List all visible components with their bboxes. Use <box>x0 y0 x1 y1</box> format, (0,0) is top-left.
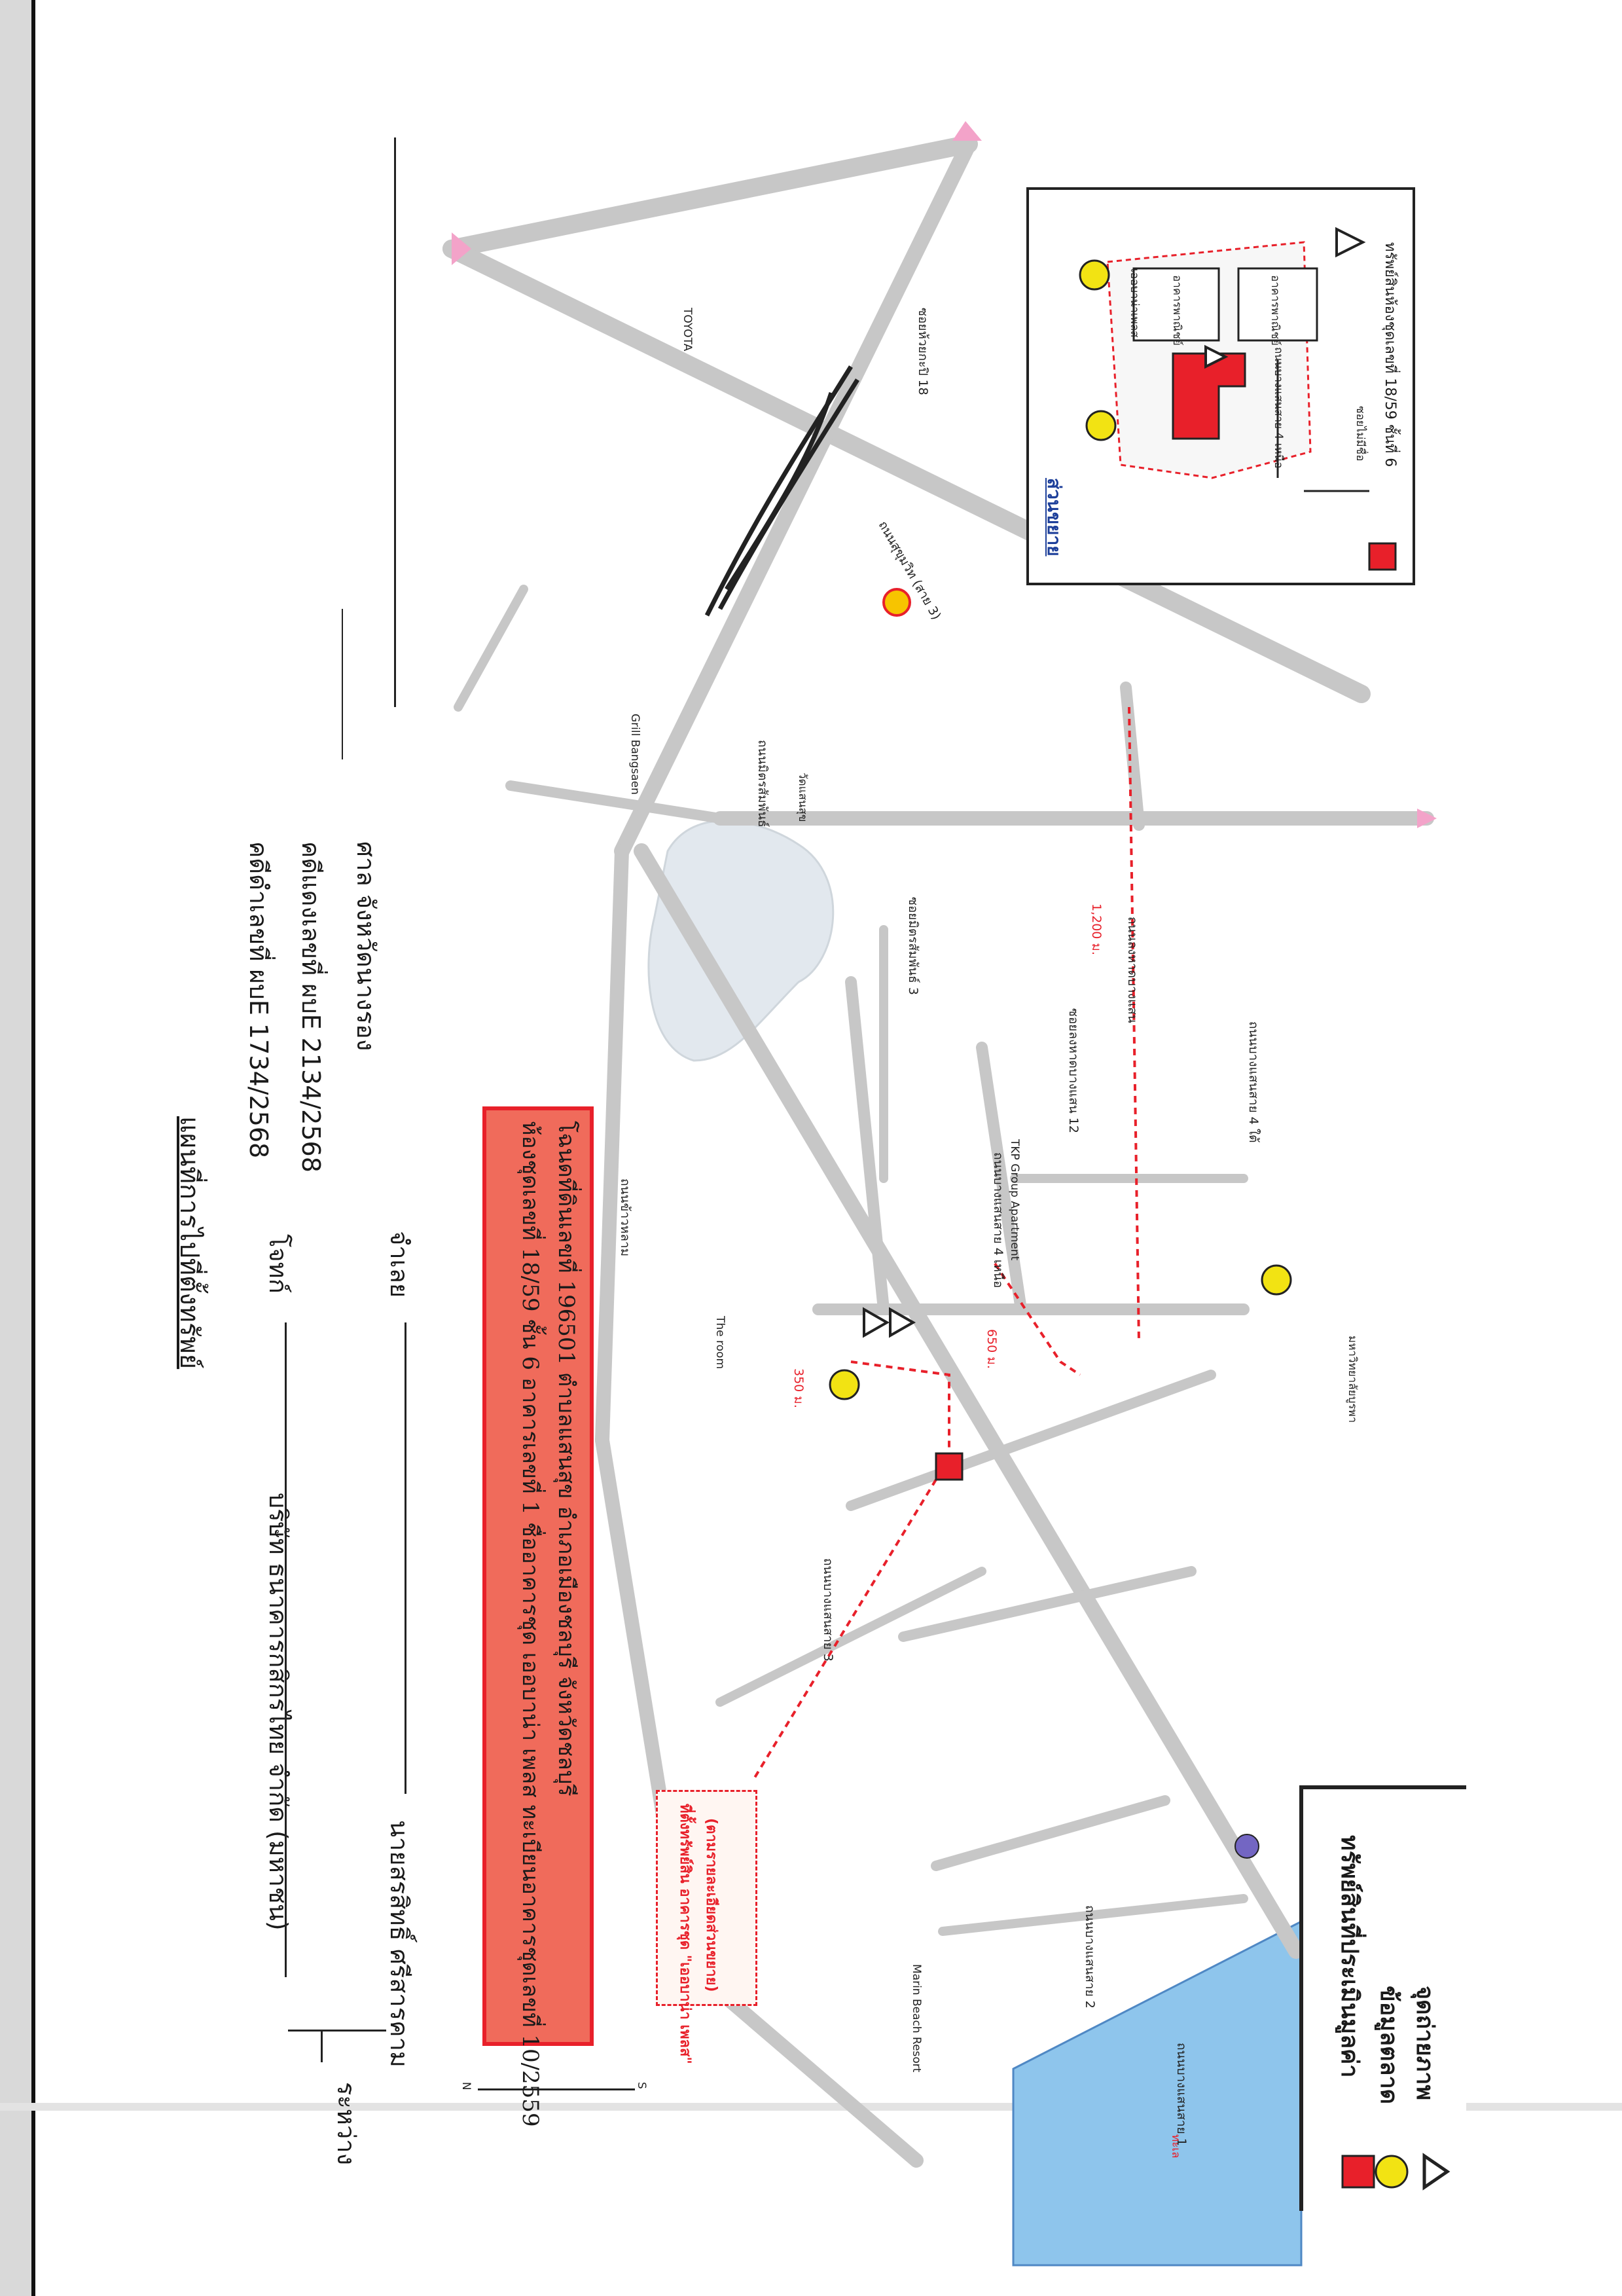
property-info-box: ห้องชุดเลขที่ 18/59 ชั้น 6 อาคารเลขที่ 1… <box>482 1106 594 2127</box>
inset-map <box>1079 227 1397 571</box>
label-wat: วัดแสนสุข <box>796 773 809 822</box>
legend-item-1: ทรัพย์สินที่ประเมินมูลค่า <box>1336 1835 1363 2078</box>
legend-yellow-circle <box>1375 2155 1409 2189</box>
inset-photo-4 <box>1204 344 1229 369</box>
legend-symbols <box>1341 2153 1451 2191</box>
property-marker <box>935 1452 964 1481</box>
arrow-south <box>1417 809 1437 828</box>
inset-building-a-label: อาคารพาณิชย์ <box>1170 275 1183 346</box>
road-c <box>1120 682 1145 831</box>
brace <box>321 2030 323 2062</box>
road-sukhumvit-2 <box>442 240 1371 703</box>
defendant-underline <box>405 1322 406 1794</box>
road-j <box>715 1567 986 1707</box>
inset-enlargement: ส่วนขยาย อาคารพาณิชย์ อาคารพาณิชย์ เออบา… <box>1026 187 1415 585</box>
property-line-2: โฉนดที่ดินเลขที่ 196501 ตำบลแสนสุข อำเภอ… <box>553 1121 579 1796</box>
road-longhad <box>634 843 1304 1959</box>
label-road-pravet: ถนนมิตรสัมพันธ์ <box>755 740 770 828</box>
inset-building-a <box>1132 267 1220 342</box>
market-marker-4 <box>829 1369 860 1400</box>
legend: ทรัพย์สินที่ประเมินมูลค่า ข้อมูลตลาด จุด… <box>1299 1785 1466 2211</box>
inset-building-b <box>1237 267 1318 342</box>
road-sukhumvit <box>442 135 978 258</box>
label-road-lonkong: ถนนลงหาดบางแสน <box>1125 917 1140 1023</box>
road-o <box>938 1894 1248 1936</box>
label-soi12: ซอยลงหาดบางแสน 12 <box>1066 1008 1081 1133</box>
road-i <box>931 1795 1170 1871</box>
plaintiff-underline <box>285 1322 287 1977</box>
label-grill: Grill Bangsaen <box>628 714 641 795</box>
sea-area <box>1012 1920 1303 2267</box>
label-dist-1200: 1,200 ม. <box>1089 903 1104 955</box>
legend-triangle <box>1422 2153 1451 2191</box>
callout-line-1: ที่ตั้งทรัพย์สิน อาคารชุด "เออบาน่า เพลส… <box>677 1804 693 2064</box>
inset-road-label: ถนนบางแสนสาย 4 เหนือ <box>1272 347 1285 469</box>
road-g <box>846 1370 1216 1511</box>
inset-soi-label: ซอยไม่มีชื่อ <box>1354 406 1367 462</box>
legend-red-square <box>1341 2155 1375 2189</box>
inset-building-b-label: อาคารพาณิชย์ <box>1269 275 1282 346</box>
route-350 <box>850 1360 950 1460</box>
scan-margin <box>0 0 31 2296</box>
lake-area <box>647 820 835 1062</box>
label-road-sai4n: ถนนบางแสนสาย 4 เหนือ <box>991 1152 1005 1288</box>
arrow-north-east <box>952 121 982 141</box>
landmark-circle <box>1235 1834 1259 1859</box>
shell-logo <box>882 588 911 617</box>
road-e <box>976 1042 1027 1315</box>
road-khaolam <box>614 136 977 859</box>
label-toyota: TOYOTA <box>681 308 694 352</box>
market-marker-3 <box>1261 1264 1292 1296</box>
inset-building-c-label: เออบาน่าเพลส <box>1128 268 1141 338</box>
road-h <box>898 1566 1197 1642</box>
label-dist-650: 650 ม. <box>984 1329 999 1369</box>
inset-title: ส่วนขยาย <box>1043 478 1065 556</box>
top-rule <box>394 137 396 707</box>
label-road-sai2: ถนนบางแสนสาย 2 <box>1083 1905 1097 2009</box>
label-soi3: ซอยมิตรสัมพันธ์ 3 <box>906 897 920 995</box>
label-road-khaolam: ถนนข้าวหลาม <box>618 1178 632 1257</box>
road-north-axis <box>595 844 629 1448</box>
inset-legend-label: ทรัพย์สินห้องชุดเลขที่ 18/59 ชั้นที่ 6 <box>1382 242 1398 467</box>
road-m <box>505 780 725 824</box>
label-sea: ทะเล <box>1169 2134 1182 2159</box>
label-north: N <box>460 2082 473 2090</box>
callout-line-2: (ตามรายละเอียดส่วนขยาย) <box>703 1818 719 1992</box>
expressway-3 <box>725 392 834 591</box>
label-theroom: The room <box>713 1316 727 1369</box>
label-uni: มหาวิทยาลัยบูรพา <box>1346 1336 1359 1423</box>
label-road-sai4s: ถนนบางแสนสาย 4 ใต้ <box>1246 1021 1261 1143</box>
inset-marker-2 <box>1079 259 1110 291</box>
north-arrow <box>478 2088 635 2090</box>
label-tkp: TKP Group Apartment <box>1008 1139 1021 1261</box>
property-line-1: ห้องชุดเลขที่ 18/59 ชั้น 6 อาคารเลขที่ 1… <box>517 1121 543 2127</box>
label-marin: Marin Beach Resort <box>910 1964 923 2073</box>
label-road-sai1: ถนนบางแสนสาย 1 <box>1174 2043 1189 2146</box>
route-650 <box>994 1262 1081 1376</box>
road-d <box>845 976 890 1315</box>
scan-margin-line <box>31 0 35 2296</box>
inset-marker-1 <box>1085 410 1117 441</box>
road-n <box>454 585 528 712</box>
legend-item-2: ข้อมูลตลาด <box>1375 1986 1402 2105</box>
brace-top <box>288 2030 386 2032</box>
photo-point-1 <box>889 1307 916 1338</box>
label-dist-350: 350 ม. <box>791 1368 806 1408</box>
label-road-sai3: ถนนบางแสนสาย 3 <box>821 1558 835 1662</box>
property-callout: ที่ตั้งทรัพย์สิน อาคารชุด "เออบาน่า เพลส… <box>656 1790 757 2064</box>
photo-point-2 <box>863 1307 890 1338</box>
inset-legend-swatch <box>1368 542 1397 571</box>
inset-property <box>1172 352 1246 440</box>
label-soi18: ซอยห้วยกะปิ 18 <box>916 308 930 395</box>
top-rule-2 <box>342 609 343 759</box>
legend-item-3: จุดถ่ายภาพ <box>1411 1986 1438 2101</box>
inset-photo-3 <box>1335 227 1366 258</box>
arrow-east <box>452 232 471 265</box>
label-south: S <box>635 2082 648 2089</box>
